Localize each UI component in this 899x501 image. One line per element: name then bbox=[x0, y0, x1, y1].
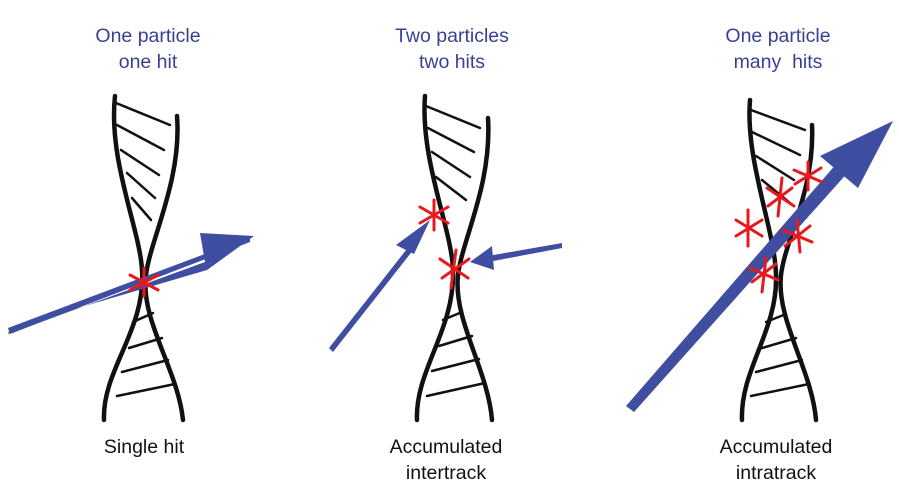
panel-1-title: One particle one hit bbox=[28, 23, 268, 75]
panel-accumulated-intertrack bbox=[329, 93, 562, 423]
panel-2-caption-line-2: intertrack bbox=[405, 462, 487, 484]
panel-1-caption: Single hit bbox=[24, 434, 264, 460]
panel-3-caption: Accumulated intratrack bbox=[656, 434, 896, 486]
panel-2-title-line-1: Two particles bbox=[395, 25, 509, 47]
dna-strand-left bbox=[101, 93, 145, 423]
asterisk-hit-icon bbox=[438, 248, 471, 290]
panel-3-title-line-1: One particle bbox=[725, 25, 831, 47]
dna-rungs bbox=[424, 104, 487, 398]
panel-3-caption-line-1: Accumulated bbox=[719, 436, 833, 458]
dna-strand-left bbox=[739, 97, 779, 423]
panel-2-title: Two particles two hits bbox=[332, 23, 572, 75]
dna-strand-right bbox=[455, 115, 495, 423]
asterisk-hit-icon bbox=[128, 266, 160, 298]
panel-1-title-line-2: one hit bbox=[118, 51, 178, 73]
panel-3-title: One particle many hits bbox=[658, 23, 898, 75]
dna-strand-right bbox=[778, 122, 819, 423]
asterisk-hit-icon bbox=[792, 160, 824, 192]
arrow-track-icon bbox=[8, 237, 250, 334]
asterisk-hit-icon bbox=[765, 176, 796, 218]
panel-3-caption-line-2: intratrack bbox=[735, 462, 817, 484]
panel-accumulated-intratrack bbox=[626, 97, 893, 423]
panel-3-title-line-2: many hits bbox=[733, 51, 823, 73]
asterisk-hit-icon bbox=[418, 198, 450, 232]
particle-track-right bbox=[470, 243, 562, 270]
dna-double-helix-icon bbox=[414, 93, 495, 423]
panel-2-caption: Accumulated intertrack bbox=[326, 434, 566, 486]
arrow-track-icon bbox=[626, 121, 893, 412]
panel-2-title-line-2: two hits bbox=[418, 51, 486, 73]
asterisk-hit-icon bbox=[781, 218, 814, 254]
panel-1-caption-line-1: Single hit bbox=[103, 436, 185, 458]
panel-1-title-line-1: One particle bbox=[95, 25, 201, 47]
dna-strand-right bbox=[143, 113, 186, 423]
asterisk-hit-icon bbox=[748, 256, 780, 294]
particle-track-left bbox=[329, 220, 430, 352]
panel-2-caption-line-1: Accumulated bbox=[389, 436, 503, 458]
panel-single-hit bbox=[8, 93, 254, 423]
dna-double-helix-icon bbox=[101, 93, 186, 423]
asterisk-hit-icon bbox=[734, 208, 764, 248]
dna-rungs bbox=[114, 101, 177, 398]
